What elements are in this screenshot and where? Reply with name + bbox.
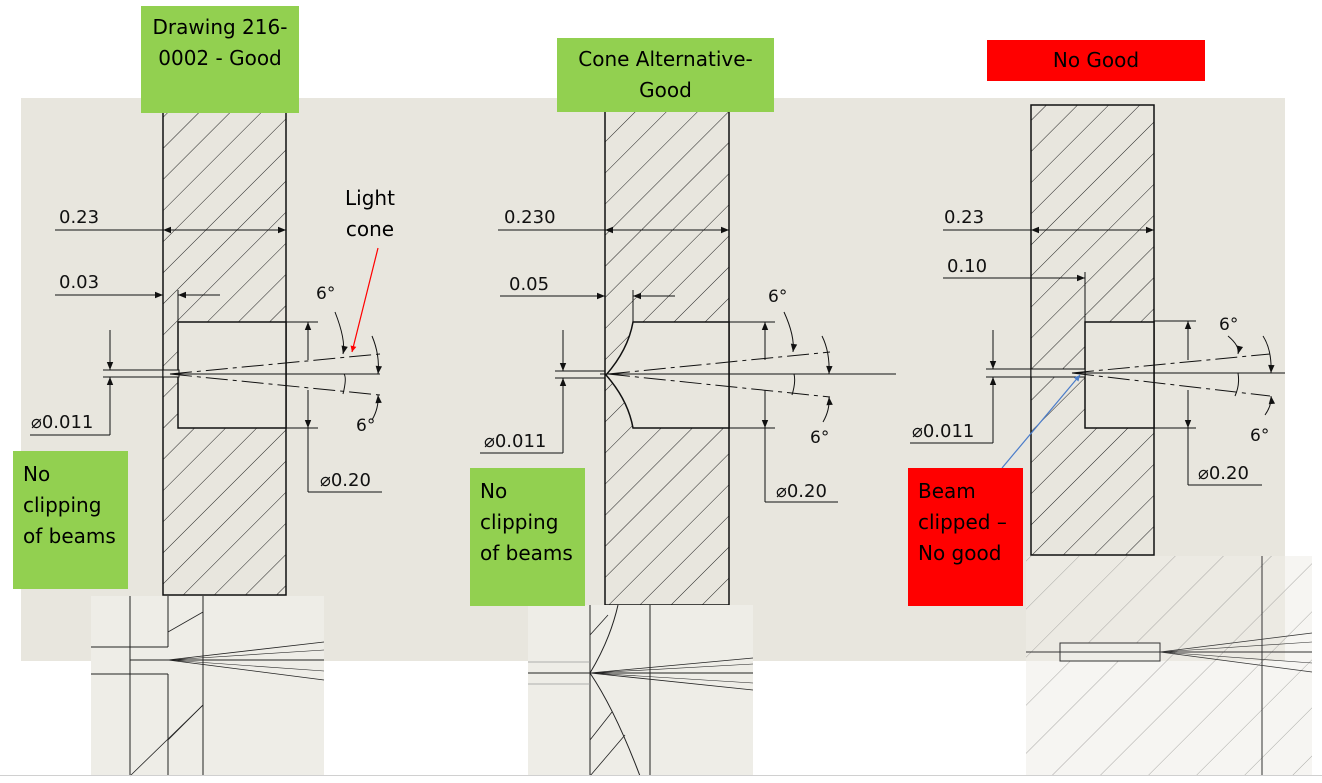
d3-hole-dim: ⌀0.011 <box>912 421 975 442</box>
d1-hole-dim: ⌀0.011 <box>31 412 94 433</box>
d2-angle-bottom: 6° <box>810 428 830 448</box>
d3-thickness-dim: 0.23 <box>944 207 985 228</box>
no-clip-label-2: No clipping of beams <box>470 468 585 606</box>
detail-inset-1 <box>91 596 325 777</box>
d2-depth-dim: 0.05 <box>509 274 550 295</box>
d3-angle-top: 6° <box>1219 315 1239 335</box>
d3-angle-bottom: 6° <box>1250 426 1270 446</box>
d1-angle-bottom: 6° <box>356 416 376 436</box>
drawing-3-section <box>910 104 1285 556</box>
drawing-2-section <box>480 109 896 606</box>
d1-depth-dim: 0.03 <box>59 272 100 293</box>
detail-inset-3 <box>1026 556 1313 776</box>
d2-bore-dim: ⌀0.20 <box>776 481 827 502</box>
d2-thickness-dim: 0.230 <box>504 207 556 228</box>
d2-angle-top: 6° <box>768 287 788 307</box>
d1-angle-top: 6° <box>316 284 336 304</box>
beam-clipped-label: Beam clipped – No good <box>908 468 1023 606</box>
d3-bore-dim: ⌀0.20 <box>1198 463 1249 484</box>
beam-clip-leader <box>1001 374 1081 469</box>
d3-depth-dim: 0.10 <box>947 256 988 277</box>
drawing-2-status-label: Cone Alternative- Good <box>557 38 774 112</box>
drawing-1-status-label: Drawing 216-0002 - Good <box>141 6 299 113</box>
no-clip-label-1: No clipping of beams <box>13 451 128 589</box>
light-cone-label: Light cone <box>345 186 395 241</box>
page-bottom-rule <box>0 775 1322 776</box>
d1-thickness-dim: 0.23 <box>59 207 100 228</box>
drawing-1-section <box>30 109 383 596</box>
light-cone-leader <box>350 247 379 353</box>
drawing-3-status-label: No Good <box>987 40 1205 81</box>
d2-hole-dim: ⌀0.011 <box>484 431 547 452</box>
d1-bore-dim: ⌀0.20 <box>320 470 371 491</box>
detail-inset-2 <box>528 604 754 777</box>
